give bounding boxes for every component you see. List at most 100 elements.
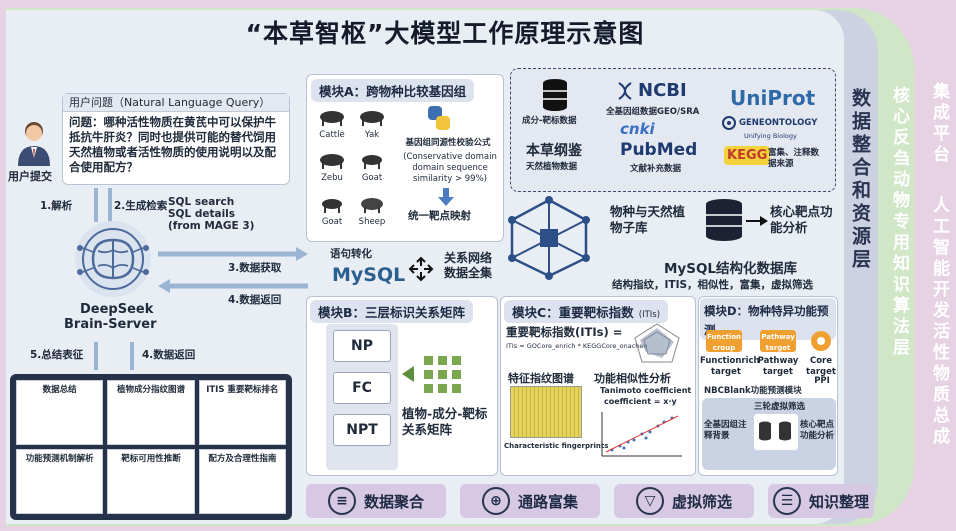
natural-plant-label: 天然植物数据 <box>526 162 578 172</box>
data-layer-label: 数据整合和资源层 <box>849 88 871 272</box>
screen-db-icon <box>754 414 798 450</box>
db-right-arrow <box>746 212 768 226</box>
genome-bg-label: 全基因组注释背景 <box>704 420 747 441</box>
pathway-enrichment-button[interactable]: ⊕ 通路富集 <box>460 484 600 518</box>
report-tile: 配方及合理性指南 <box>198 449 286 514</box>
diagram-title: “本草智枢”大模型工作原理示意图 <box>245 19 645 48</box>
return-label-b: 4.数据返回 <box>142 349 196 361</box>
target-core: Core target <box>806 356 836 377</box>
module-c-title: 模块C：重要靶标指数 <box>512 305 634 320</box>
function-group-chip: Function croup <box>706 330 742 352</box>
animal-yak: Yak <box>352 106 392 149</box>
report-panel: 数据总结 植物成分指纹图谱 ITIS 重要靶标排名 功能预测机制解析 靶标可用性… <box>10 374 292 520</box>
animal-goat: Goat <box>352 149 392 192</box>
node-npt: NPT <box>333 414 391 446</box>
parse-label: 1.解析 <box>40 200 73 212</box>
core-target-label: 核心靶点功能分析 <box>770 204 833 235</box>
user-submit-label: 用户提交 <box>8 170 52 183</box>
similarity-label: 功能相似性分析 <box>594 372 671 385</box>
ncbi-logo: NCBI <box>616 80 687 101</box>
mysql-db-label: MySQL结构化数据库 <box>664 261 798 277</box>
node-np: NP <box>333 330 391 362</box>
enrich-source-label: 富集、注释数据来源 <box>768 148 820 169</box>
animal-zebu: Zebu <box>312 149 352 192</box>
return-arrow-b <box>130 342 134 370</box>
cnki-logo: cnki <box>620 120 655 138</box>
summary-label: 5.总结表征 <box>30 349 84 361</box>
brain-icon <box>68 218 158 300</box>
server-name-1: DeepSeek <box>80 302 154 317</box>
data-aggregation-button[interactable]: ≡ 数据聚合 <box>306 484 446 518</box>
user-query-text: 问题：哪种活性物质在黄芪中可以保护牛抵抗牛肝炎？同时也提供可能的替代饲用天然植物… <box>69 115 276 174</box>
virtual-screening-button[interactable]: ▽ 虚拟筛选 <box>614 484 754 518</box>
report-tile: 靶标可用性推断 <box>107 449 195 514</box>
feature-label: 特征指纹图谱 <box>508 372 574 385</box>
geneontology-logo: GENEONTOLOGY <box>722 116 817 130</box>
scatter-icon <box>600 410 684 458</box>
python-icon <box>424 104 454 134</box>
screen-label: 三轮虚拟筛选 <box>754 402 806 412</box>
pubmed-logo: PubMed <box>620 140 698 160</box>
sql-details-label: SQL details <box>168 208 236 220</box>
data-return-label: 4.数据返回 <box>228 294 282 306</box>
component-data-label: 成分-靶标数据 <box>522 116 577 126</box>
mapping-arrow <box>438 188 454 206</box>
mysql-logo: MySQL <box>332 264 406 286</box>
uniprot-logo: UniProt <box>730 86 816 110</box>
literature-label: 文献补充数据 <box>630 164 682 174</box>
homology-check-label: 基因组同源性校验公式 <box>405 138 491 148</box>
animal-goat-2: Goat <box>312 193 352 236</box>
data-get-label: 3.数据获取 <box>228 262 282 274</box>
fingerprint-heatmap <box>510 386 582 438</box>
matrix-icon <box>402 352 466 396</box>
homology-formula: (Conservative domain domain sequence sim… <box>403 152 497 184</box>
user-avatar-icon <box>14 118 54 168</box>
go-subtitle: Unifying Biology <box>744 132 797 140</box>
tanimoto-label: Tanimoto coefficient <box>600 386 692 395</box>
exchange-icon <box>408 256 434 282</box>
sql-convert-label: 语句转化 <box>330 248 372 260</box>
data-return-arrow <box>158 278 308 293</box>
user-query-panel: 用户问题（Natural Language Query） 问题：哪种活性物质在黄… <box>62 93 290 185</box>
pathway-chip: Pathway target <box>760 330 796 352</box>
filter-icon: ▽ <box>635 487 664 515</box>
target-pathway: Pathway target <box>757 356 799 377</box>
mapping-label: 统一靶点映射 <box>408 210 471 222</box>
animal-sheep: Sheep <box>352 193 392 236</box>
bencao-logo: 本草纲鉴 <box>526 143 582 159</box>
core-target-icon <box>810 330 832 352</box>
server-name-2: Brain-Server <box>64 317 157 332</box>
core-output-label: 核心靶点功能分析 <box>800 420 835 441</box>
user-query-header: 用户问题（Natural Language Query） <box>63 94 289 112</box>
report-tile: 数据总结 <box>16 380 104 445</box>
data-get-arrow <box>158 246 308 261</box>
feature-en-label: Characteristic fingerprints <box>504 442 609 450</box>
platform-label-a: 集成平台 <box>929 82 949 166</box>
platform-label-b: 人工智能开发活性物质总成 <box>929 196 949 448</box>
report-tile: 植物成分指纹图谱 <box>107 380 195 445</box>
kegg-logo: KEGG <box>724 146 771 165</box>
gen-search-label: 2.生成检索 <box>114 200 168 212</box>
db-metrics-label: 结构指纹，ITIS，相似性，富集，虚拟筛选 <box>612 279 814 291</box>
database-stack-icon: ≡ <box>327 487 356 515</box>
blank-module-label: NBCBlank功能预测模块 <box>704 386 802 396</box>
module-c-subtitle: (ITIs) <box>638 310 661 320</box>
matrix-label: 植物-成分-靶标关系矩阵 <box>402 406 488 437</box>
itis-formula: ITIs = GOCore_enrich * KEGGCore_onachen <box>506 342 648 350</box>
target-functionrich: Functionrich target <box>700 356 760 377</box>
full-set-label: 数据全集 <box>444 266 493 280</box>
summary-arrow <box>94 342 98 370</box>
animal-grid: Cattle Yak Zebu Goat Goat Sheep <box>312 106 392 236</box>
node-fc: FC <box>333 372 391 404</box>
network-icon <box>504 196 594 280</box>
target-ppi: PPI <box>814 376 830 386</box>
itis-label: 重要靶标指数(ITIs) = <box>506 325 623 339</box>
module-a-title: 模块A：跨物种比较基因组 <box>319 84 467 99</box>
sql-search-label: SQL search <box>168 196 235 208</box>
database-icon <box>542 78 568 112</box>
parse-arrow <box>94 188 98 222</box>
module-c-panel: 模块C：重要靶标指数 (ITIs) <box>500 296 696 476</box>
report-tile: ITIS 重要靶标排名 <box>198 380 286 445</box>
knowledge-curation-button[interactable]: ☰ 知识整理 <box>768 484 874 518</box>
